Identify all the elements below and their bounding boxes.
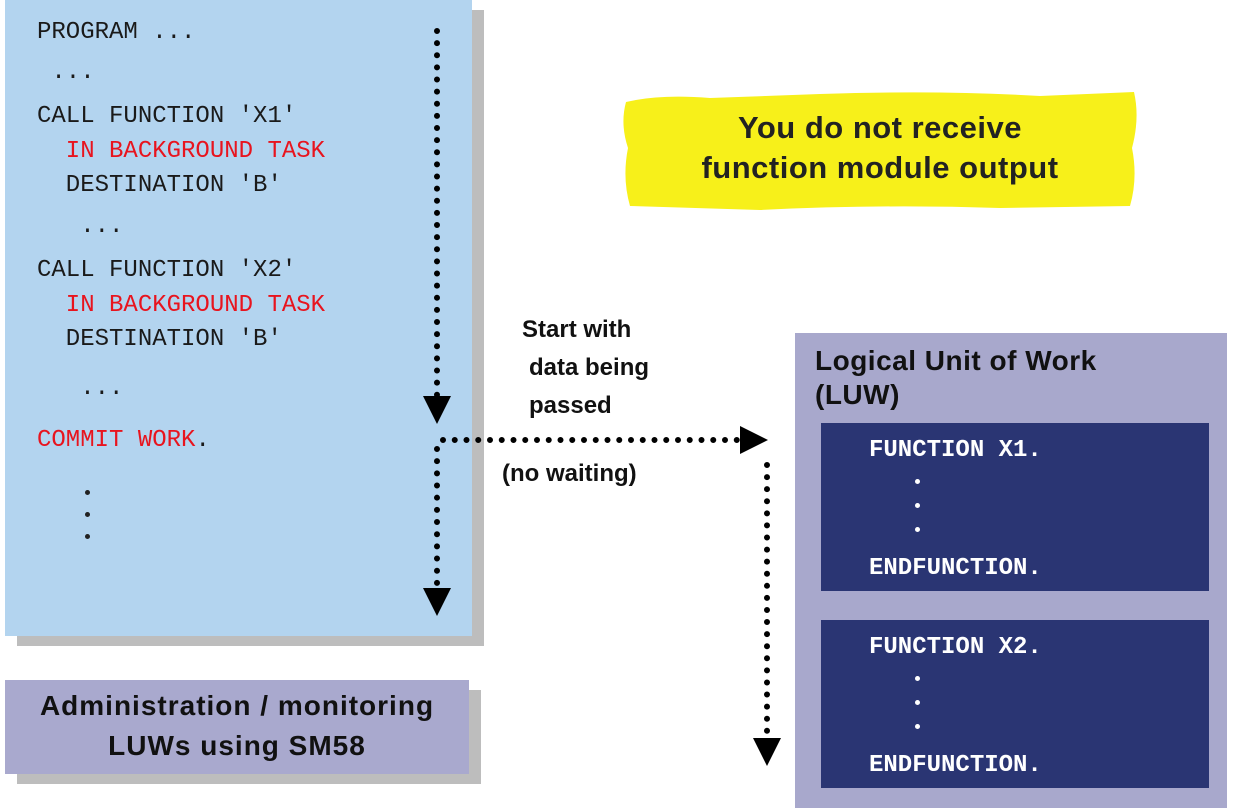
no-waiting-label: (no waiting) — [502, 460, 637, 487]
transfer-dotted-line — [440, 437, 740, 443]
arrow-right-icon — [740, 426, 768, 454]
program-code-box: PROGRAM ... ... CALL FUNCTION 'X1' IN BA… — [5, 0, 472, 636]
code-line-background-task-2: IN BACKGROUND TASK — [37, 292, 326, 319]
luw-flow-dotted-line — [764, 462, 770, 734]
function-box-x2: FUNCTION X2. ENDFUNCTION. — [821, 620, 1209, 788]
code-line-background-task-1: IN BACKGROUND TASK — [37, 138, 326, 165]
commit-work-keyword: COMMIT WORK — [37, 427, 196, 454]
highlighter-shape — [623, 92, 1137, 210]
code-line-destination-2: DESTINATION 'B' — [37, 326, 282, 353]
code-line-ellipsis: ... — [37, 213, 124, 240]
luw-title-line-2: (LUW) — [815, 379, 900, 410]
code-line-destination-1: DESTINATION 'B' — [37, 172, 282, 199]
transfer-label-line-2: data being — [529, 354, 650, 381]
ellipsis-dot — [915, 503, 920, 508]
function-start-x2: FUNCTION X2. — [869, 634, 1042, 661]
note-line-2: function module output — [701, 150, 1059, 185]
program-flow-dotted-line-lower — [434, 446, 440, 586]
ellipsis-dot — [915, 479, 920, 484]
note-highlight: You do not receive function module outpu… — [620, 88, 1140, 212]
code-line-commit-work: COMMIT WORK. — [37, 424, 210, 458]
arrow-down-icon — [423, 396, 451, 424]
ellipsis-dot — [915, 676, 920, 681]
admin-line-1: Administration / monitoring — [39, 690, 435, 721]
transfer-label-line-1: Start with — [522, 316, 632, 343]
program-flow-dotted-line — [434, 28, 440, 398]
ellipsis-dot — [915, 527, 920, 532]
luw-box: Logical Unit of Work (LUW) FUNCTION X1. … — [795, 333, 1227, 808]
function-end-x1: ENDFUNCTION. — [869, 555, 1042, 582]
ellipsis-dot — [85, 512, 90, 517]
code-line-call-x1: CALL FUNCTION 'X1' — [37, 103, 297, 130]
function-end-x2: ENDFUNCTION. — [869, 752, 1042, 779]
ellipsis-dot — [85, 490, 90, 495]
ellipsis-dot — [915, 700, 920, 705]
code-line-program: PROGRAM ... — [37, 19, 196, 46]
code-line-call-x2: CALL FUNCTION 'X2' — [37, 257, 297, 284]
commit-work-period: . — [195, 427, 210, 454]
arrow-down-icon — [423, 588, 451, 616]
function-box-x1: FUNCTION X1. ENDFUNCTION. — [821, 423, 1209, 591]
ellipsis-dot — [85, 534, 90, 539]
function-start-x1: FUNCTION X1. — [869, 437, 1042, 464]
transfer-label-line-3: passed — [529, 392, 612, 419]
admin-monitoring-box: Administration / monitoring LUWs using S… — [5, 680, 469, 774]
code-line-ellipsis: ... — [37, 59, 95, 86]
arrow-down-icon — [753, 738, 781, 766]
note-line-1: You do not receive — [737, 110, 1023, 145]
luw-title-line-1: Logical Unit of Work — [815, 345, 1097, 376]
ellipsis-dot — [915, 724, 920, 729]
admin-line-2: LUWs using SM58 — [108, 730, 366, 761]
code-line-ellipsis: ... — [37, 375, 124, 402]
